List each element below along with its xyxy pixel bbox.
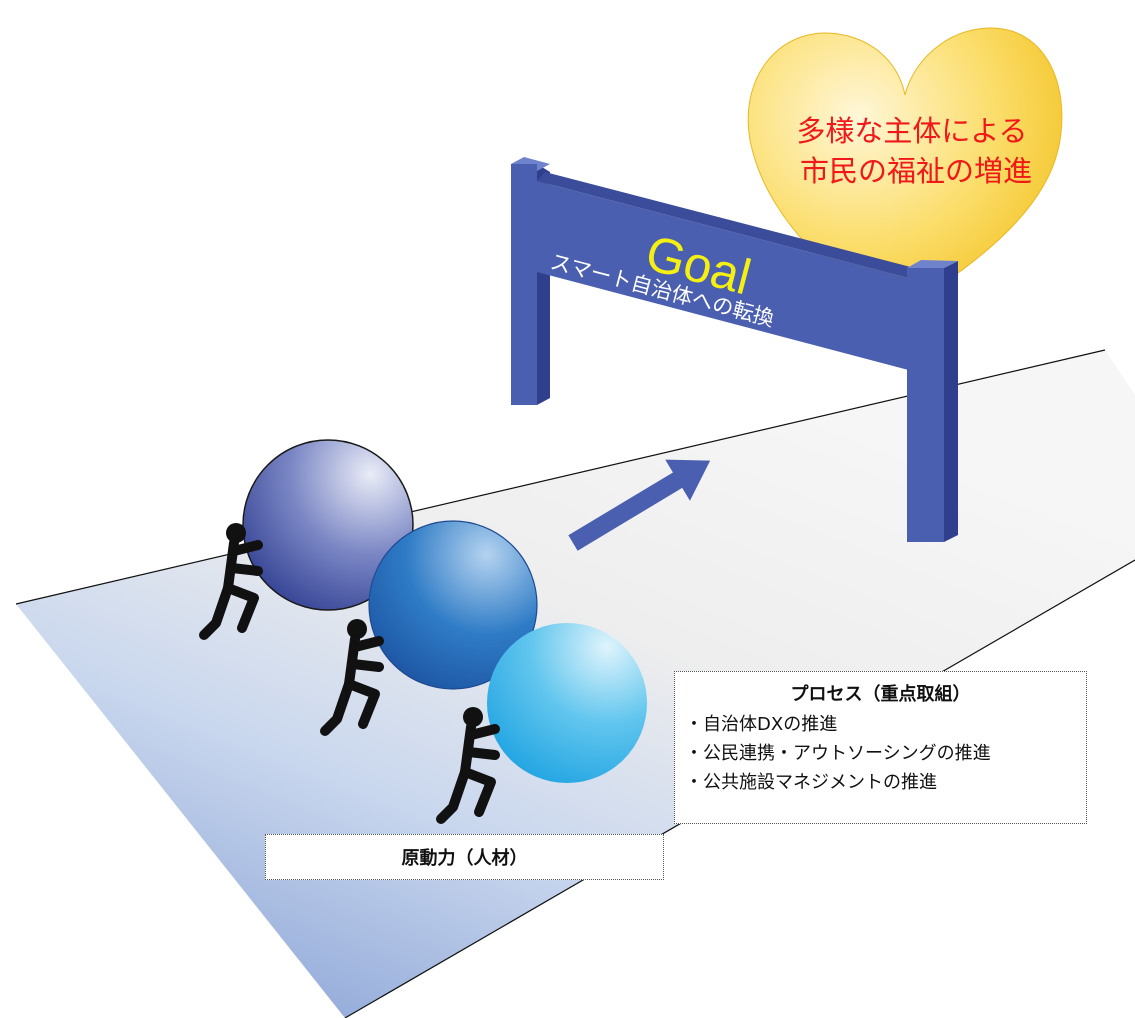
arch-post-right (907, 268, 944, 542)
driver-box: 原動力（人材） (265, 834, 664, 880)
driver-label: 原動力（人材） (401, 848, 528, 869)
heart-text-line2: 市民の福祉の増進 (800, 154, 1032, 188)
process-box: プロセス（重点取組） 自治体DXの推進 公民連携・アウトソーシングの推進 公共施… (674, 671, 1087, 824)
process-item: 公共施設マネジメントの推進 (685, 768, 1076, 797)
sphere-dark-blue (242, 439, 414, 611)
pushing-figure-1 (199, 523, 263, 640)
arch-banner-top (537, 172, 930, 280)
goal-arch (511, 157, 958, 542)
process-item: 公民連携・アウトソーシングの推進 (685, 739, 1076, 768)
process-item: 自治体DXの推進 (685, 710, 1076, 739)
direction-arrow (568, 459, 711, 551)
sphere-medium-blue (368, 520, 538, 690)
arch-post-right-side (944, 261, 958, 542)
process-list: 自治体DXの推進 公民連携・アウトソーシングの推進 公共施設マネジメントの推進 (685, 710, 1076, 797)
arch-post-left (511, 164, 537, 405)
sphere-light-blue (487, 623, 647, 783)
arch-banner (537, 181, 916, 372)
pushing-figure-2 (320, 619, 384, 736)
arch-post-right-top (907, 260, 958, 268)
process-title: プロセス（重点取組） (790, 684, 971, 705)
pushing-figure-3 (436, 707, 500, 824)
heart-text-line1: 多様な主体による (796, 114, 1027, 148)
